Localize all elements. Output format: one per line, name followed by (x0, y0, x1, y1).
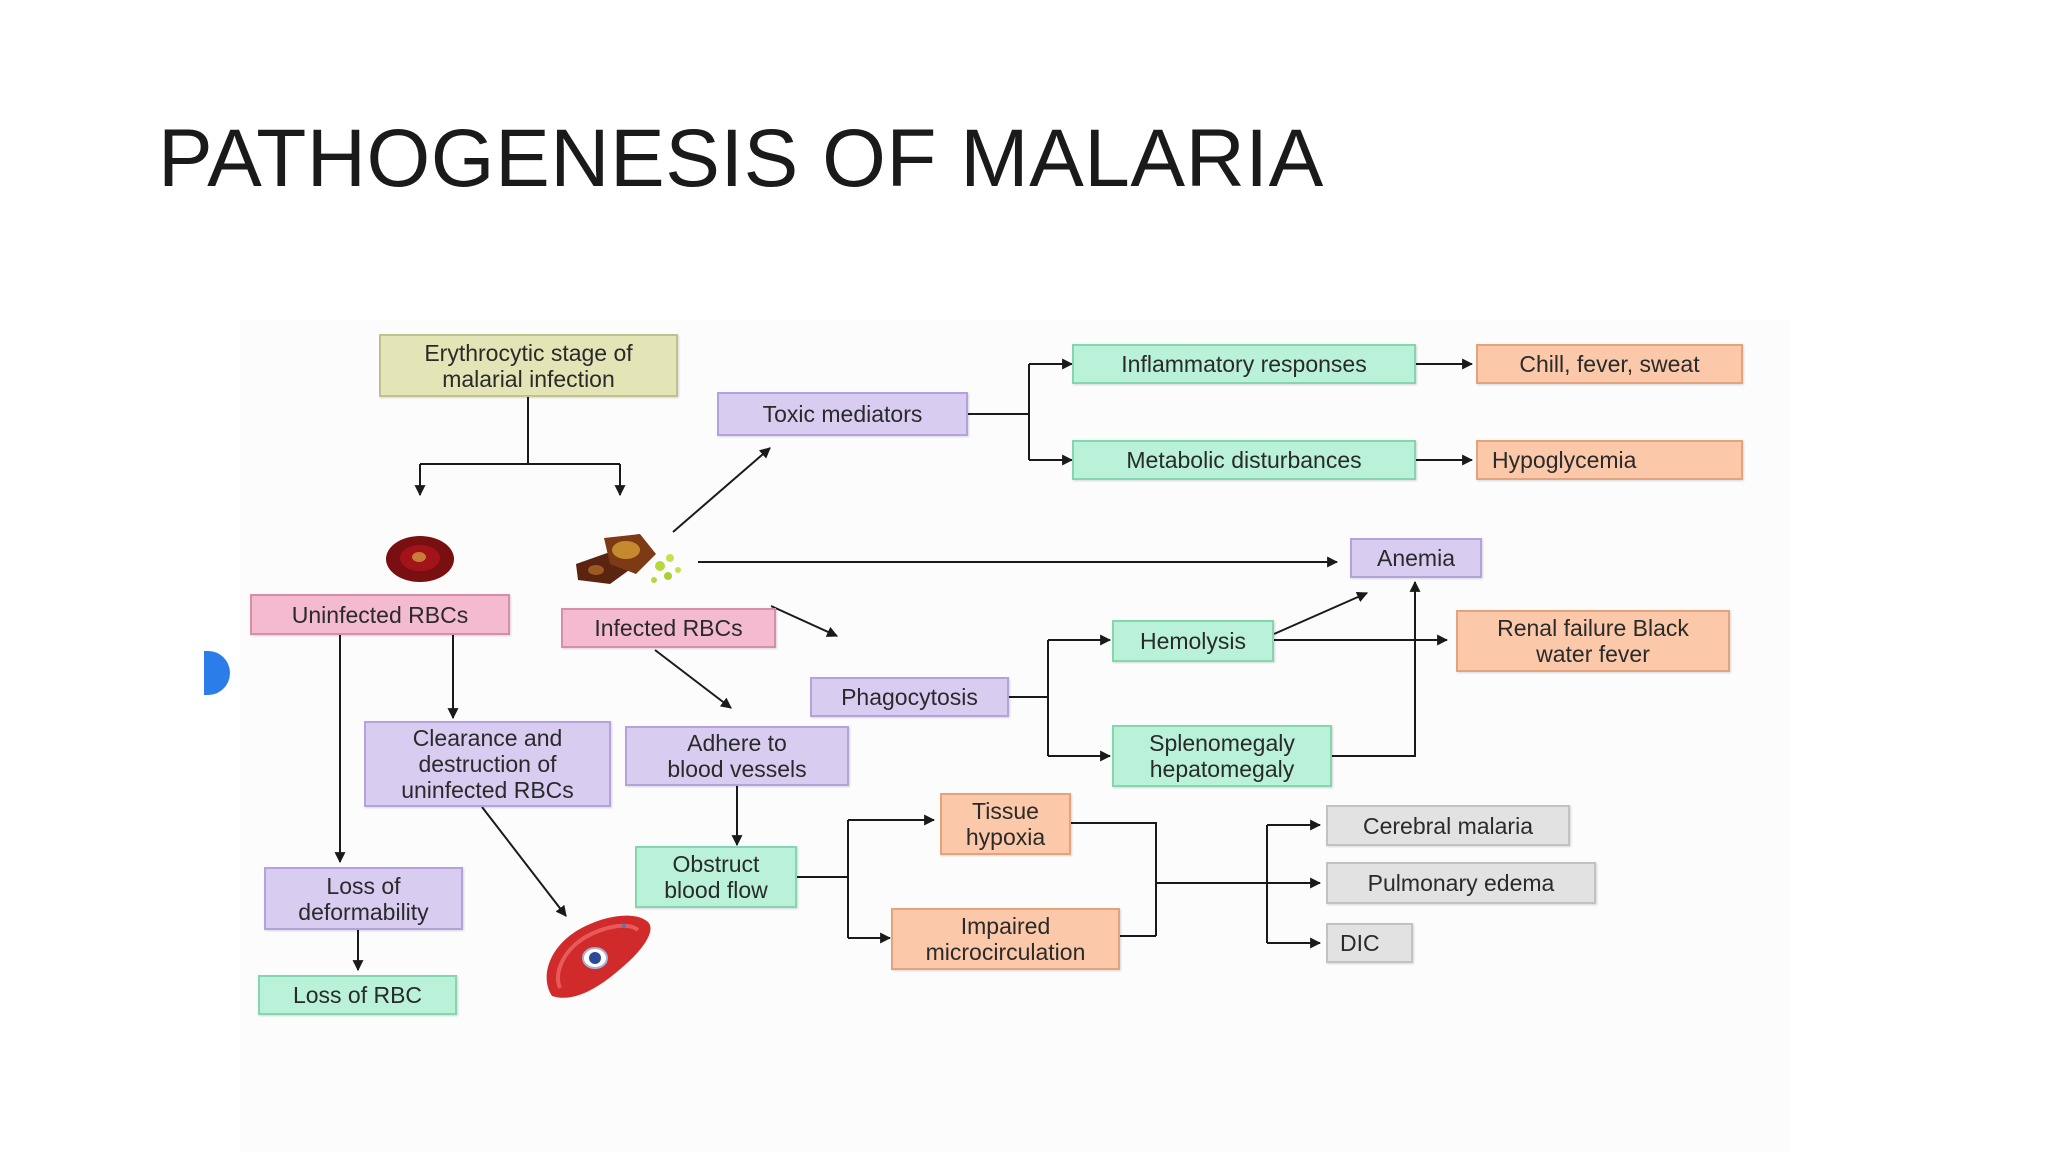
deformed-red-cell-icon (546, 915, 651, 998)
node-clearance-destruction: Clearance and destruction of uninfected … (364, 721, 611, 807)
node-uninfected-rbcs: Uninfected RBCs (250, 594, 510, 635)
infected-cell-cluster-icon (576, 534, 681, 584)
node-cerebral-malaria: Cerebral malaria (1326, 805, 1570, 846)
node-dic: DIC (1326, 923, 1413, 963)
slide-title: PATHOGENESIS OF MALARIA (158, 113, 1324, 204)
edge-marker (204, 651, 230, 695)
edge-infected-to-toxic (672, 447, 771, 533)
node-tissue-hypoxia: Tissue hypoxia (940, 793, 1071, 855)
edge-infected-to-phagocytosis (770, 605, 839, 637)
node-impaired-microcirculation: Impaired microcirculation (891, 908, 1120, 970)
node-obstruct-blood-flow: Obstruct blood flow (635, 846, 797, 908)
node-erythrocytic-stage: Erythrocytic stage of malarial infection (379, 334, 678, 397)
node-inflammatory-responses: Inflammatory responses (1072, 344, 1416, 384)
pathogenesis-diagram: Erythrocytic stage of malarial infection… (240, 320, 1790, 1152)
node-loss-of-deformability: Loss of deformability (264, 867, 463, 930)
node-toxic-mediators: Toxic mediators (717, 392, 968, 436)
node-loss-of-rbc: Loss of RBC (258, 975, 457, 1015)
node-hypoglycemia: Hypoglycemia (1476, 440, 1743, 480)
node-hemolysis: Hemolysis (1112, 620, 1274, 662)
connector-lines (334, 358, 1474, 972)
node-infected-rbcs: Infected RBCs (561, 608, 776, 648)
node-metabolic-disturbances: Metabolic disturbances (1072, 440, 1416, 480)
edge-hemolysis-to-anemia (1273, 591, 1369, 635)
edge-infected-to-adhere (654, 649, 732, 709)
edge-spleno-to-anemia (1332, 580, 1421, 757)
edge-tissue-merge (1071, 822, 1157, 936)
node-renal-failure: Renal failure Black water fever (1456, 610, 1730, 672)
edge-clearance-to-deformed (481, 806, 567, 917)
node-pulmonary-edema: Pulmonary edema (1326, 862, 1596, 904)
node-phagocytosis: Phagocytosis (810, 677, 1009, 717)
red-blood-cell-icon (386, 536, 454, 582)
node-splenomegaly: Splenomegaly hepatomegaly (1112, 725, 1332, 787)
node-adhere-blood-vessels: Adhere to blood vessels (625, 726, 849, 786)
node-anemia: Anemia (1350, 538, 1482, 578)
node-chill-fever-sweat: Chill, fever, sweat (1476, 344, 1743, 384)
